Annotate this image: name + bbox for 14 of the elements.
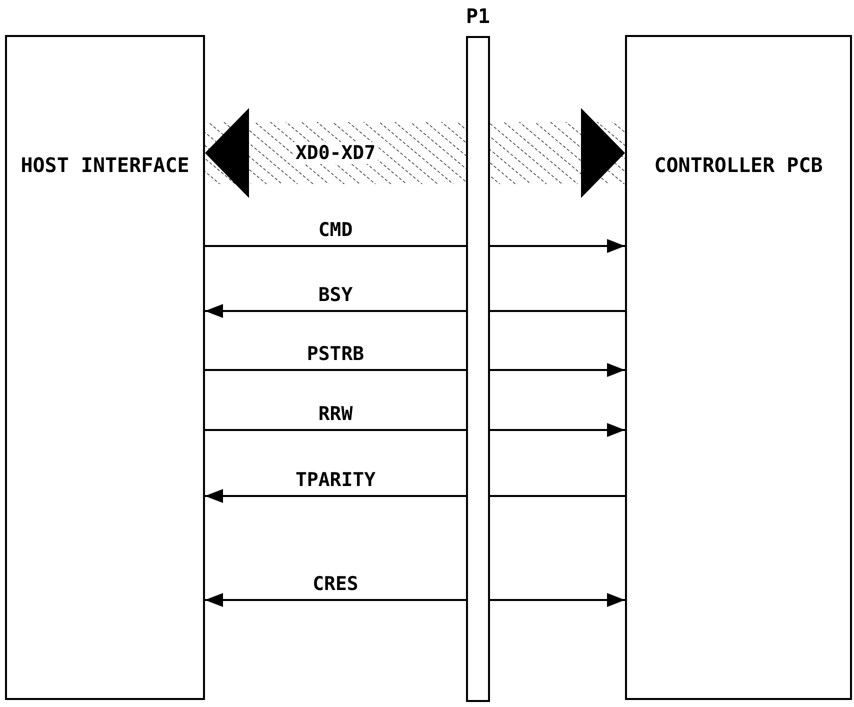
signal-arrow bbox=[205, 489, 466, 503]
connector-label: P1 bbox=[464, 3, 492, 30]
signal-arrow bbox=[490, 363, 625, 377]
signal-arrow bbox=[490, 593, 625, 607]
signal-arrow bbox=[490, 239, 625, 253]
edge-label: XD0-XD7 bbox=[293, 142, 378, 164]
signal-arrow bbox=[205, 304, 466, 318]
interface-box bbox=[5, 35, 205, 700]
controller-box bbox=[625, 35, 852, 700]
signal-arrow bbox=[205, 593, 466, 607]
box-label: CONTROLLER PCB bbox=[653, 152, 824, 179]
signal-arrow bbox=[490, 423, 625, 437]
bus-arrow bbox=[490, 108, 625, 198]
box-label: HOST INTERFACE bbox=[20, 152, 190, 179]
